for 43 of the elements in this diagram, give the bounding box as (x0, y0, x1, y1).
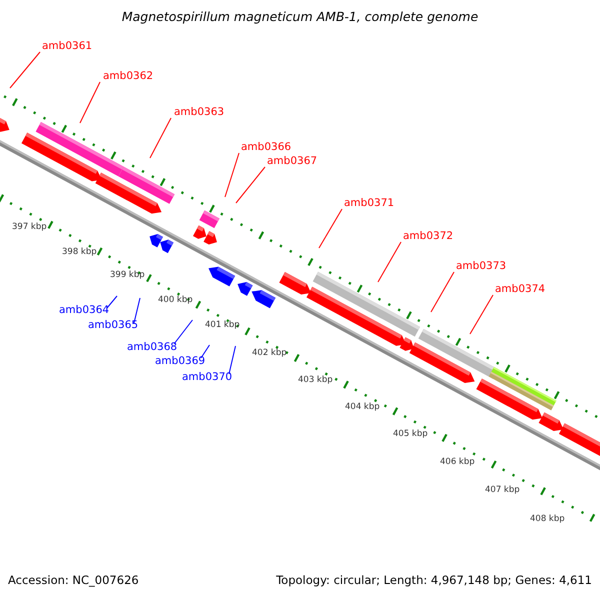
position-label: 398 kbp (62, 248, 97, 256)
gene-label: amb0368 (127, 342, 178, 352)
accession-text: Accession: NC_007626 (8, 575, 139, 586)
title: Magnetospirillum magneticum AMB-1, complete genome (120, 11, 480, 24)
gene-label: amb0371 (344, 198, 394, 208)
gene-label: amb0367 (267, 156, 318, 166)
leader-line (134, 298, 140, 324)
leader-line (106, 296, 118, 308)
leader-line (174, 320, 193, 344)
position-label: 402 kbp (252, 349, 287, 358)
leader-line (378, 242, 402, 282)
position-label: 401 kbp (205, 321, 240, 330)
gene-label: amb0369 (155, 356, 206, 366)
gene-label: amb0364 (59, 305, 110, 316)
position-label: 400 kbp (158, 296, 193, 304)
leader-line (80, 82, 100, 124)
position-label: 405 kbp (393, 430, 428, 438)
leader-line (150, 118, 172, 158)
leader-line (10, 52, 40, 88)
gene-label: amb0374 (495, 284, 546, 294)
gene-label: amb0365 (88, 320, 138, 330)
gene-label: amb0362 (103, 71, 154, 82)
leader-line (430, 272, 454, 312)
gene-label: amb0370 (182, 372, 232, 382)
position-label: 404 kbp (345, 403, 380, 412)
leader-line (318, 208, 342, 248)
gene-label: amb0373 (456, 261, 506, 272)
genome-info-text: Topology: circular; Length: 4,967,148 bp; Genes: 4,611 (276, 575, 592, 586)
gene-label: amb0363 (174, 107, 224, 118)
gene-label: amb0361 (42, 41, 92, 52)
leader-line (224, 152, 240, 198)
position-label: 397 kbp (12, 223, 47, 232)
leader-line (228, 346, 236, 374)
position-label: 403 kbp (298, 376, 333, 384)
position-label: 408 kbp (530, 515, 565, 524)
leader-line (200, 344, 210, 358)
position-label: 406 kbp (440, 458, 475, 466)
position-label: 407 kbp (485, 486, 520, 494)
leader-line (470, 294, 494, 334)
leader-line (236, 166, 266, 204)
position-label: 399 kbp (110, 271, 145, 280)
gene-label: amb0372 (403, 231, 454, 242)
gene-label: amb0366 (241, 142, 292, 152)
